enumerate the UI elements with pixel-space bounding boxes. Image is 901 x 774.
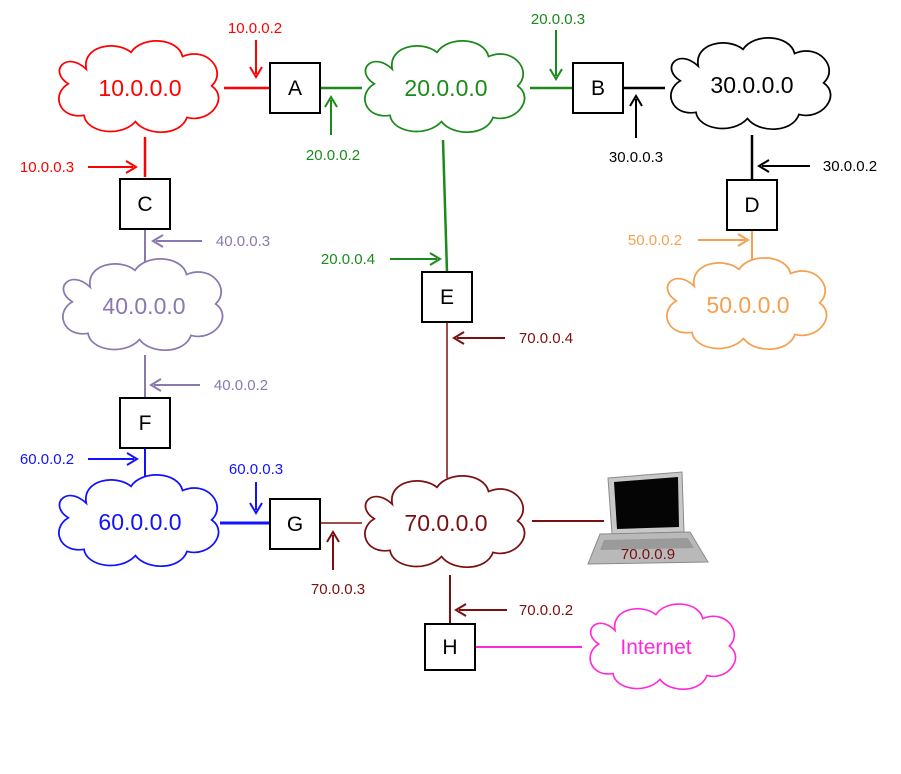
iface-d-n30: 30.0.0.2 — [823, 158, 877, 175]
iface-e-n70: 70.0.0.4 — [519, 330, 573, 347]
interface-arrows: 10.0.0.2 20.0.0.2 20.0.0.3 30.0.0.3 10.0… — [20, 11, 877, 619]
routers: A B C D E F G H — [119, 62, 778, 671]
network-label-50: 50.0.0.0 — [706, 292, 789, 318]
iface-c-n10: 10.0.0.3 — [20, 159, 74, 176]
router-b-label: B — [591, 77, 605, 100]
iface-g-n60: 60.0.0.3 — [229, 461, 283, 478]
link-n20-e — [441, 139, 449, 273]
iface-e-n20: 20.0.0.4 — [321, 251, 375, 268]
network-labels: 10.0.0.0 20.0.0.0 30.0.0.0 40.0.0.0 50.0… — [98, 72, 793, 659]
iface-c-n40: 40.0.0.3 — [216, 233, 270, 250]
router-b: B — [572, 62, 624, 114]
iface-d-n50: 50.0.0.2 — [628, 232, 682, 249]
network-label-20: 20.0.0.0 — [404, 75, 487, 101]
network-label-10: 10.0.0.0 — [98, 75, 181, 101]
network-label-60: 60.0.0.0 — [98, 509, 181, 535]
iface-h-n70: 70.0.0.2 — [519, 602, 573, 619]
iface-b-n20: 20.0.0.3 — [531, 11, 585, 28]
router-g: G — [269, 498, 321, 550]
links — [143, 86, 754, 648]
network-label-30: 30.0.0.0 — [710, 72, 793, 98]
iface-g-n70: 70.0.0.3 — [311, 581, 365, 598]
router-a: A — [269, 62, 321, 114]
router-h-label: H — [442, 636, 457, 659]
network-label-internet: Internet — [620, 636, 691, 659]
iface-f-n40: 40.0.0.2 — [214, 377, 268, 394]
laptop-ip: 70.0.0.9 — [621, 546, 675, 563]
router-c-label: C — [137, 193, 152, 216]
router-e: E — [421, 271, 473, 323]
router-f: F — [119, 397, 171, 449]
iface-a-n20: 20.0.0.2 — [306, 147, 360, 164]
router-h: H — [424, 623, 476, 671]
iface-a-n10: 10.0.0.2 — [228, 20, 282, 37]
router-a-label: A — [288, 77, 302, 100]
network-label-70: 70.0.0.0 — [404, 510, 487, 536]
router-f-label: F — [139, 412, 152, 435]
router-c: C — [119, 178, 171, 230]
iface-f-n60: 60.0.0.2 — [20, 451, 74, 468]
router-d: D — [726, 179, 778, 231]
laptop-icon: 70.0.0.9 — [587, 471, 709, 565]
router-e-label: E — [440, 286, 454, 309]
router-d-label: D — [744, 194, 759, 217]
router-g-label: G — [287, 513, 303, 536]
iface-b-n30: 30.0.0.3 — [609, 149, 663, 166]
network-clouds — [57, 37, 832, 691]
network-label-40: 40.0.0.0 — [102, 293, 185, 319]
